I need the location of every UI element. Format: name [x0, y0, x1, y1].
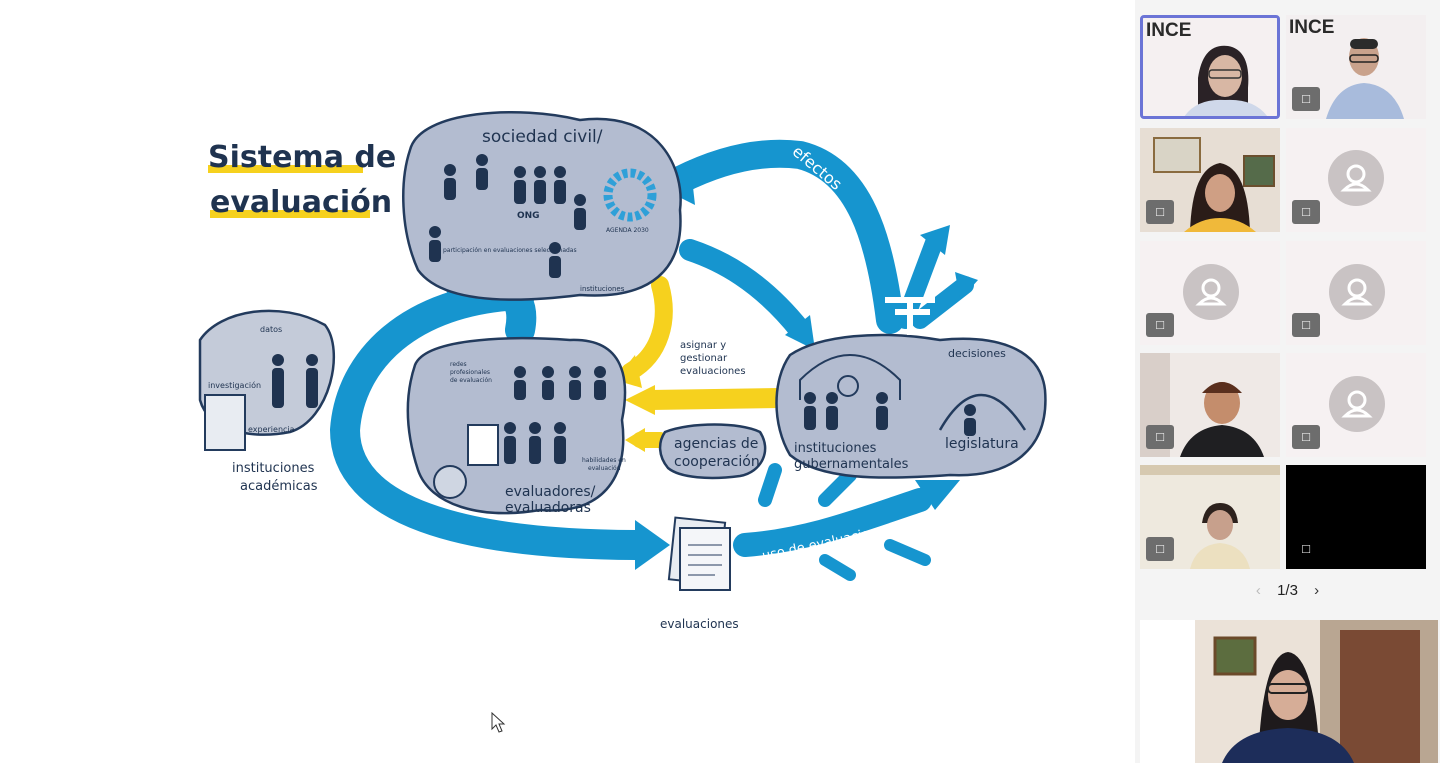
mic-muted-icon: □ — [1292, 425, 1320, 449]
participant-tile-8[interactable]: □ — [1286, 353, 1426, 457]
label-academicas-1: instituciones — [232, 461, 315, 476]
label-ong: ONG — [517, 211, 540, 221]
user-avatar-icon — [1183, 264, 1239, 320]
label-agenda: AGENDA 2030 — [606, 227, 649, 234]
efectos-arrow — [666, 139, 904, 334]
diagram-title-line1: Sistema de — [208, 140, 396, 175]
label-investigacion: investigación — [208, 380, 261, 390]
shared-screen: Sistema de evaluación sociedad civil/ ON… — [160, 0, 1130, 763]
label-redes-2: profesionales — [450, 369, 490, 376]
speaker-video — [1140, 620, 1438, 763]
mic-muted-icon: □ — [1146, 425, 1174, 449]
label-gubernamentales-2: gubernamentales — [794, 457, 909, 472]
participant-video — [1143, 18, 1277, 116]
label-asignar-2: gestionar — [680, 353, 728, 364]
sociedad-civil-blob — [402, 110, 682, 301]
participant-tile-6[interactable]: □ — [1286, 241, 1426, 345]
mic-muted-icon: □ — [1146, 313, 1174, 337]
page-indicator: 1/3 — [1277, 582, 1298, 599]
participant-video — [1140, 353, 1280, 457]
mouse-pointer-icon — [491, 712, 506, 733]
mic-muted-icon: □ — [1146, 200, 1174, 224]
label-evaluadores-1: evaluadores/ — [505, 484, 596, 500]
participant-video — [1140, 465, 1280, 569]
chevron-right-icon[interactable]: › — [1314, 582, 1320, 599]
mic-muted-icon: □ — [1292, 200, 1320, 224]
user-avatar-icon — [1329, 376, 1385, 432]
mic-muted-icon: □ — [1302, 541, 1310, 556]
spotlight-video[interactable] — [1140, 620, 1438, 763]
label-gubernamentales-1: instituciones — [794, 441, 877, 456]
label-experiencia: experiencia — [248, 425, 295, 434]
label-asignar-3: evaluaciones — [680, 366, 746, 377]
demandan-arrow — [679, 239, 811, 341]
asignar-arrow — [621, 276, 673, 381]
participant-name: INCE — [1146, 20, 1192, 41]
uso-arrow — [733, 488, 932, 557]
label-instituciones-sc: instituciones — [580, 285, 625, 293]
participant-tile-5[interactable]: □ — [1140, 241, 1280, 345]
label-academicas-2: académicas — [240, 479, 318, 494]
participant-tile-4[interactable]: □ — [1286, 128, 1426, 232]
user-avatar-icon — [1329, 264, 1385, 320]
participant-tile-3[interactable]: □ — [1140, 128, 1280, 232]
participants-panel: INCE INCE □ □ □ — [1135, 0, 1440, 763]
participant-tile-9[interactable]: □ — [1140, 465, 1280, 569]
gobierno-blob — [775, 333, 1047, 479]
agencias-blob — [658, 423, 767, 480]
label-redes-1: redes — [450, 361, 467, 368]
label-legislatura: legislatura — [945, 436, 1019, 452]
label-habilidades-2: evaluación — [588, 465, 621, 472]
participant-tile-10[interactable]: □ — [1286, 465, 1426, 569]
participant-tile-1[interactable]: INCE — [1140, 15, 1280, 119]
label-agencias-2: cooperación — [674, 454, 760, 470]
user-avatar-icon — [1328, 150, 1384, 206]
mic-muted-icon: □ — [1146, 537, 1174, 561]
mic-muted-icon: □ — [1292, 313, 1320, 337]
diagram-title-line2: evaluación — [210, 185, 392, 220]
label-habilidades-1: habilidades en — [582, 457, 626, 464]
label-asignar-1: asignar y — [680, 340, 726, 351]
label-participacion: participación en evaluaciones selecciona… — [443, 247, 577, 254]
participants-pager: ‹ 1/3 › — [1135, 582, 1440, 599]
participant-name: INCE — [1289, 17, 1335, 38]
participant-tile-7[interactable]: □ — [1140, 353, 1280, 457]
label-agencias-1: agencias de — [674, 436, 758, 452]
label-evaluaciones: evaluaciones — [660, 617, 739, 631]
label-evaluadores-2: evaluadoras — [505, 500, 591, 516]
chevron-left-icon[interactable]: ‹ — [1255, 582, 1261, 599]
evaluation-system-diagram: Sistema de evaluación sociedad civil/ ON… — [198, 110, 1047, 631]
label-sociedad-civil: sociedad civil/ — [482, 127, 603, 147]
label-redes-3: de evaluación — [450, 377, 492, 384]
label-datos: datos — [260, 325, 282, 334]
mic-muted-icon: □ — [1292, 87, 1320, 111]
label-decisiones: decisiones — [948, 347, 1006, 360]
participant-tile-2[interactable]: INCE □ — [1286, 15, 1426, 119]
evaluan-arrow — [329, 280, 655, 560]
